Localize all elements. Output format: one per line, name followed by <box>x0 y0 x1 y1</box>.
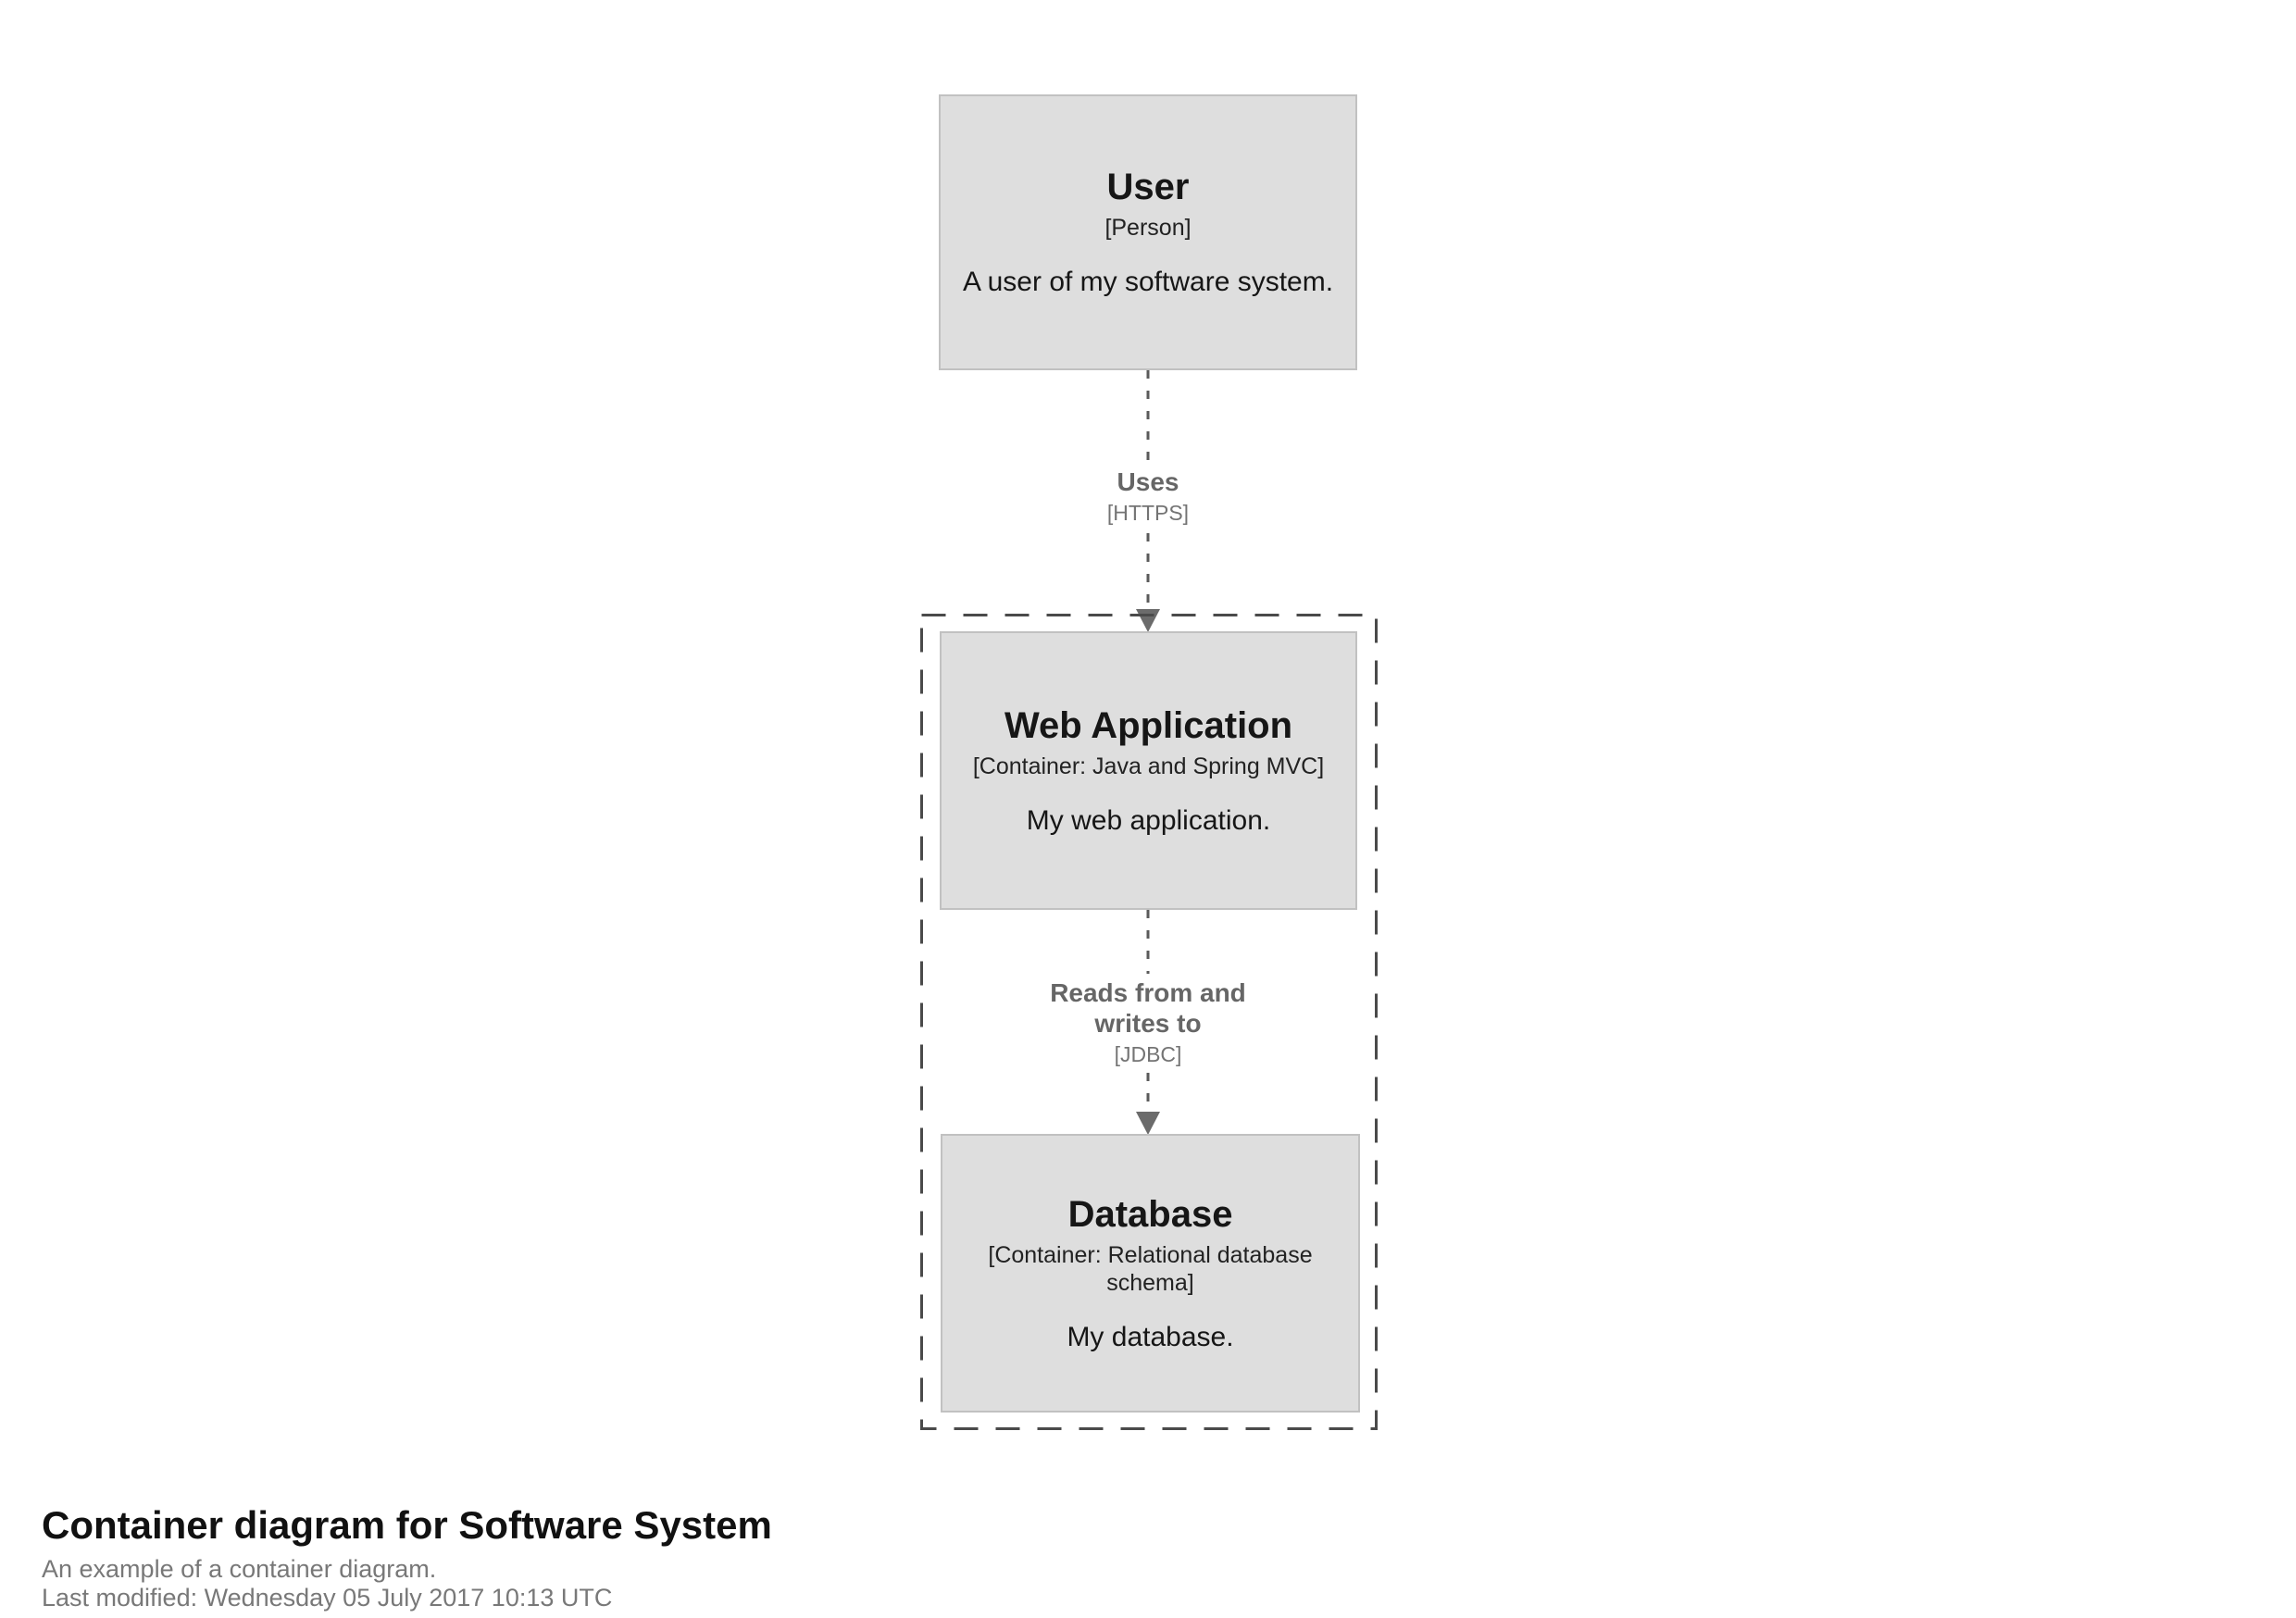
node-user-description: A user of my software system. <box>962 267 1334 297</box>
relationship-reads-writes-technology: [JDBC] <box>1114 1042 1182 1066</box>
diagram-last-modified: Last modified: Wednesday 05 July 2017 10… <box>42 1584 613 1612</box>
node-user-type: [Person] <box>1104 215 1192 241</box>
node-user: User [Person] A user of my software syst… <box>939 94 1357 370</box>
node-web-application-type: [Container: Java and Spring MVC] <box>972 753 1325 779</box>
relationship-uses-text: Uses <box>1117 467 1179 496</box>
node-web-application: Web Application [Container: Java and Spr… <box>940 631 1357 910</box>
relationship-reads-writes-label: Reads from and writes to [JDBC] <box>1032 974 1264 1071</box>
node-database-description: My database. <box>1067 1321 1234 1352</box>
relationship-reads-writes-text: Reads from and writes to <box>1050 978 1246 1038</box>
arrowhead-down-icon <box>1136 1112 1160 1135</box>
diagram-description: An example of a container diagram. <box>42 1555 437 1583</box>
node-web-application-name: Web Application <box>1004 704 1293 746</box>
diagram-footer: Container diagram for Software System An… <box>42 1503 772 1612</box>
node-database: Database [Container: Relational database… <box>941 1134 1360 1413</box>
relationship-uses-label: Uses [HTTPS] <box>1046 463 1250 529</box>
node-web-application-description: My web application. <box>1026 804 1271 836</box>
diagram-title: Container diagram for Software System <box>42 1503 772 1547</box>
node-user-name: User <box>1106 167 1190 207</box>
relationship-uses-technology: [HTTPS] <box>1106 501 1190 525</box>
node-database-type: [Container: Relational database schema] <box>988 1241 1313 1296</box>
software-system-boundary <box>920 614 1378 1430</box>
node-database-name: Database <box>1067 1193 1233 1235</box>
